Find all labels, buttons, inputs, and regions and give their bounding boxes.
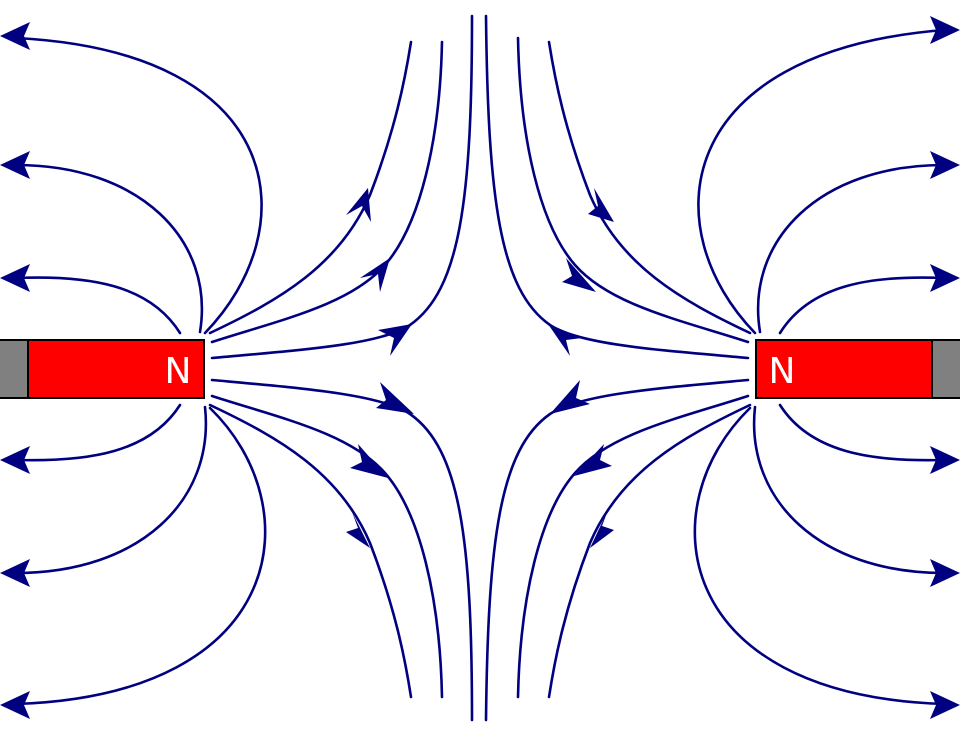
right-magnet-south-body [931, 339, 960, 399]
field-line [208, 40, 413, 335]
arrow-down-left-icon [574, 444, 612, 476]
arrow-down-right-icon [350, 444, 388, 478]
field-line [14, 405, 208, 575]
field-line [693, 406, 946, 706]
arrow-right-icon [378, 324, 412, 356]
field-line [14, 276, 182, 335]
arrow-down-right-icon [588, 188, 614, 222]
field-line [516, 36, 750, 344]
field-line [484, 378, 750, 722]
arrow-right-icon [930, 151, 960, 179]
arrow-up-right-icon [360, 258, 390, 292]
arrow-down-right-icon [562, 258, 596, 292]
left-magnet-south-body [0, 339, 29, 399]
field-line [210, 14, 474, 360]
arrow-right-icon [930, 446, 960, 474]
arrow-left-icon [548, 324, 582, 356]
arrow-down-icon [590, 510, 614, 548]
field-line [14, 163, 204, 334]
arrow-left-icon [0, 22, 30, 50]
left-magnet-north-pole [27, 339, 205, 399]
right-magnet: N [755, 339, 960, 399]
arrow-left-icon [0, 151, 30, 179]
field-line [778, 276, 946, 335]
field-line [547, 403, 752, 699]
field-line [14, 36, 263, 335]
field-line [516, 394, 750, 699]
arrow-left-icon [0, 559, 30, 587]
arrow-right-icon [930, 559, 960, 587]
arrow-right-icon [930, 264, 960, 292]
field-arrows [0, 16, 960, 719]
field-line [210, 394, 444, 699]
arrow-left-icon [0, 691, 30, 719]
field-line [210, 40, 444, 344]
field-line [697, 28, 946, 335]
arrow-left-icon [0, 446, 30, 474]
arrow-right-icon [930, 16, 960, 44]
field-line [14, 406, 267, 706]
arrow-up-right-icon [346, 188, 371, 222]
right-magnet-label: N [769, 351, 796, 392]
field-line [208, 403, 413, 699]
field-line [547, 40, 752, 335]
field-lines [14, 14, 946, 722]
left-magnet-label: N [165, 351, 192, 392]
arrow-left-icon [550, 380, 590, 414]
field-line [778, 403, 946, 462]
left-magnet: N [0, 339, 205, 399]
field-line [752, 405, 946, 575]
right-magnet-north-pole [755, 339, 933, 399]
field-line [210, 378, 474, 722]
field-line [484, 14, 750, 360]
arrow-left-icon [0, 264, 30, 292]
arrow-down-icon [346, 512, 370, 548]
field-line [756, 163, 946, 334]
arrow-right-icon [930, 691, 960, 719]
field-line [14, 403, 182, 462]
arrow-down-right-icon [376, 382, 414, 414]
